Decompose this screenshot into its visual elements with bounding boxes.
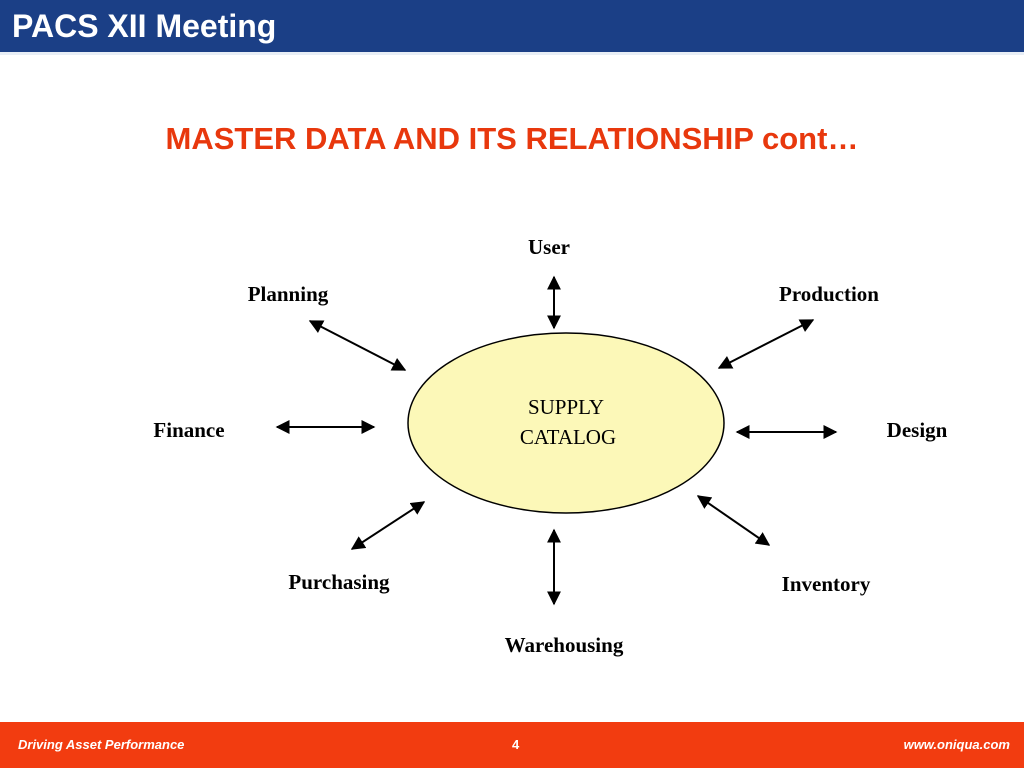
arrow-purchasing — [350, 501, 426, 550]
arrow-planning — [308, 320, 407, 371]
arrow-production — [717, 319, 815, 369]
header-title: PACS XII Meeting — [12, 8, 277, 44]
node-warehousing: Warehousing — [505, 633, 624, 657]
supply-catalog-ellipse — [407, 332, 725, 514]
footer-website-link[interactable]: www.oniqua.com — [903, 737, 1010, 752]
footer-bar: Driving Asset Performance 4 www.oniqua.c… — [0, 722, 1024, 768]
page-number: 4 — [512, 737, 520, 752]
center-label-line1: SUPPLY — [528, 395, 604, 419]
node-user: User — [528, 235, 570, 259]
node-planning: Planning — [248, 282, 329, 306]
arrow-inventory — [696, 495, 771, 546]
node-finance: Finance — [153, 418, 224, 442]
node-production: Production — [779, 282, 879, 306]
header-divider — [0, 52, 1024, 55]
header-bar: PACS XII Meeting — [0, 0, 1024, 52]
node-inventory: Inventory — [782, 572, 871, 596]
slide-title: MASTER DATA AND ITS RELATIONSHIP cont… — [165, 121, 859, 156]
center-label-line2: CATALOG — [520, 425, 616, 449]
footer-tagline: Driving Asset Performance — [18, 737, 185, 752]
node-purchasing: Purchasing — [288, 570, 390, 594]
node-design: Design — [887, 418, 948, 442]
